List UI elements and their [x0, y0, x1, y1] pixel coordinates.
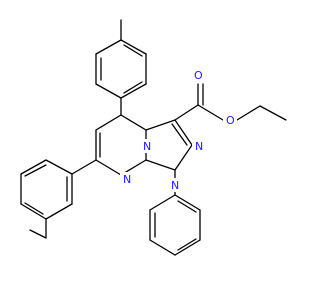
triazole-bond: [145, 119, 176, 131]
molecule-canvas: O O N N N N: [20, 19, 287, 256]
triazole-double-bond: [171, 123, 188, 146]
ring-bond: [174, 239, 201, 256]
atom-label-nitrogen-pyrimidine: N: [123, 173, 131, 186]
ring-double-bond: [123, 81, 143, 94]
methyl-bond: [29, 229, 47, 239]
ring-bond: [20, 203, 47, 220]
ring-bond: [95, 39, 122, 55]
triazole-bond: [174, 119, 193, 146]
ethyl-ester-group: [174, 83, 287, 121]
atom-label-nitrogen-triazole-upper: N: [195, 140, 203, 153]
ring-bond: [95, 159, 122, 176]
triazole-bond: [145, 159, 176, 171]
label-background: [223, 113, 237, 127]
fused-ring-core: [95, 114, 193, 176]
ring-bond: [174, 194, 201, 211]
triazole-bond: [174, 144, 193, 171]
ring-bond: [120, 83, 147, 99]
ring-bond: [95, 83, 122, 99]
label-background: [120, 172, 134, 186]
ring-double-bond: [177, 200, 197, 213]
upper-tolyl-group: [95, 19, 147, 116]
ester-bond: [174, 104, 199, 121]
ring-bond: [149, 239, 176, 256]
ring-double-bond: [123, 44, 143, 57]
label-background: [140, 139, 154, 153]
ring-bond: [120, 114, 147, 131]
atom-label-oxygen-ether: O: [226, 114, 235, 127]
ethyl-bond: [236, 105, 261, 121]
atom-label-oxygen-carbonyl: O: [194, 69, 203, 82]
atom-label-nitrogen-phenyl: N: [171, 179, 179, 192]
label-background: [191, 68, 205, 82]
label-background: [168, 178, 182, 192]
molecule-structure: O O N N N N: [20, 19, 287, 256]
label-background: [192, 139, 206, 153]
ring-double-bond: [177, 238, 197, 251]
ring-double-bond: [24, 202, 44, 215]
ring-double-bond: [24, 164, 47, 177]
ring-bond: [120, 39, 147, 55]
linker-bond: [71, 159, 97, 175]
ethyl-bond: [259, 105, 287, 121]
ring-bond: [149, 194, 176, 211]
ring-bond: [20, 159, 47, 175]
ring-bond: [95, 114, 122, 131]
ring-bond: [45, 159, 73, 175]
ester-bond: [197, 104, 224, 121]
atom-label-nitrogen-fused: N: [143, 140, 151, 153]
lower-tolyl-group: [20, 159, 97, 239]
ring-bond: [45, 203, 73, 220]
